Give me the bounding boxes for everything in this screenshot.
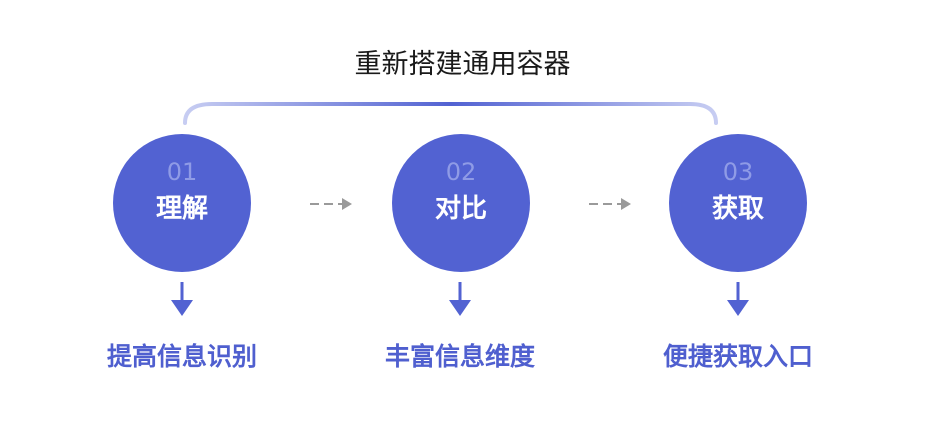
- step-number-1: 01: [166, 158, 198, 186]
- step-outcome-3: 便捷获取入口: [662, 342, 813, 371]
- step-number-3: 03: [722, 158, 754, 186]
- step-label-2: 对比: [434, 194, 487, 224]
- step-circle-1: 01 理解: [113, 134, 251, 272]
- step-circle-3: 03 获取: [669, 134, 807, 272]
- step-label-3: 获取: [711, 194, 764, 224]
- dashed-right-arrow-icon: [589, 198, 631, 210]
- step-outcome-1: 提高信息识别: [106, 342, 257, 371]
- down-arrow-icon: [449, 282, 471, 316]
- down-arrow-icon: [171, 282, 193, 316]
- step-circle-2: 02 对比: [392, 134, 530, 272]
- step-label-1: 理解: [155, 194, 208, 224]
- step-outcome-2: 丰富信息维度: [384, 342, 535, 371]
- diagram-title: 重新搭建通用容器: [354, 49, 571, 80]
- step-number-2: 02: [445, 158, 477, 186]
- bracket-arc: [183, 102, 718, 125]
- dashed-right-arrow-icon: [310, 198, 352, 210]
- down-arrow-icon: [727, 282, 749, 316]
